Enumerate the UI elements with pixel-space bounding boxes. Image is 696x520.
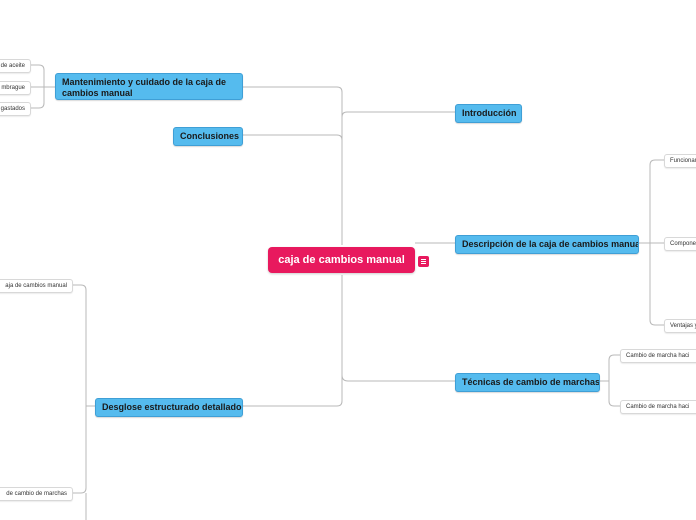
menu-icon[interactable] xyxy=(418,256,429,267)
leaf-ventajas[interactable]: Ventajas y xyxy=(664,319,696,333)
leaf-gastados[interactable]: gastados xyxy=(0,102,31,116)
connector-desg-leaves xyxy=(73,284,95,520)
connector-conclusiones xyxy=(243,134,343,141)
branch-tecnicas[interactable]: Técnicas de cambio de marchas xyxy=(455,373,600,392)
connector-mantenimiento xyxy=(243,86,343,245)
leaf-aceite[interactable]: de aceite xyxy=(0,59,31,73)
connector-tecnicas xyxy=(341,275,455,382)
connector-desc-leaves xyxy=(638,159,664,326)
branch-conclusiones[interactable]: Conclusiones xyxy=(173,127,243,146)
leaf-cambio-marchas[interactable]: de cambio de marchas xyxy=(0,487,73,501)
connector-desglose xyxy=(243,275,343,407)
leaf-funcionamiento[interactable]: Funcionam xyxy=(664,154,696,168)
branch-descripcion[interactable]: Descripción de la caja de cambios manual xyxy=(455,235,639,254)
connector-tec-leaves xyxy=(600,354,620,407)
branch-mantenimiento[interactable]: Mantenimiento y cuidado de la caja de ca… xyxy=(55,73,243,100)
leaf-embrague[interactable]: mbrague xyxy=(0,81,31,95)
central-topic[interactable]: caja de cambios manual xyxy=(268,247,415,273)
connector-introduccion xyxy=(341,111,455,245)
leaf-componentes[interactable]: Compone xyxy=(664,237,696,251)
connector-mant-leaves xyxy=(31,64,55,109)
leaf-cambio-marcha-1[interactable]: Cambio de marcha haci xyxy=(620,349,696,363)
leaf-caja-cambios[interactable]: aja de cambios manual xyxy=(0,279,73,293)
leaf-cambio-marcha-2[interactable]: Cambio de marcha haci xyxy=(620,400,696,414)
branch-introduccion[interactable]: Introducción xyxy=(455,104,522,123)
branch-desglose[interactable]: Desglose estructurado detallado xyxy=(95,398,243,417)
